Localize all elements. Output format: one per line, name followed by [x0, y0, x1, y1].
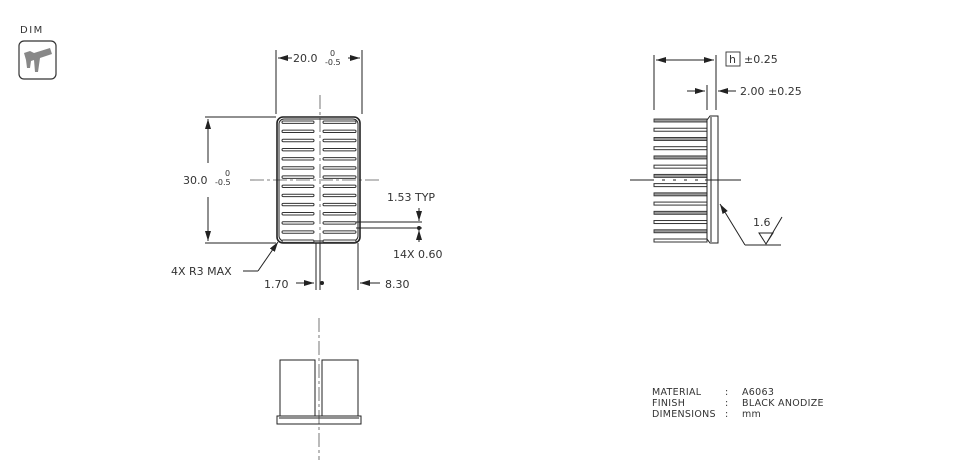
fin-slot — [281, 147, 315, 152]
fin-slot — [322, 129, 357, 134]
front-view: 20.0 0 -0.5 30.0 0 -0.5 1.70 8.30 — [171, 49, 443, 291]
svg-text:MATERIAL: MATERIAL — [652, 387, 702, 398]
fin-slot — [322, 221, 357, 225]
fin-thickness-note: 14X 0.60 — [393, 248, 443, 261]
fin-slot — [281, 212, 315, 216]
fin-slot — [322, 212, 357, 216]
fin-slot — [322, 193, 357, 198]
fin-slot — [322, 230, 357, 234]
fin-slot — [322, 157, 357, 161]
side-fin — [653, 238, 708, 243]
side-fin — [653, 146, 708, 151]
svg-text:BLACK ANODIZE: BLACK ANODIZE — [742, 398, 824, 409]
fin-slot — [322, 166, 357, 170]
side-view: h ±0.25 2.00 ±0.25 1.6 — [630, 51, 802, 246]
fin-slot — [281, 129, 315, 134]
side-fin — [653, 201, 708, 206]
svg-text:DIMENSIONS: DIMENSIONS — [652, 409, 716, 420]
side-fin — [653, 118, 708, 123]
fin-slot — [281, 175, 315, 179]
fin-slot — [322, 239, 357, 243]
svg-text:FINISH: FINISH — [652, 398, 685, 409]
fin-slot — [281, 166, 315, 170]
fin-slot — [281, 230, 315, 234]
fin-slot — [322, 147, 357, 152]
svg-text:20.0: 20.0 — [293, 52, 318, 65]
surface-finish-value: 1.6 — [753, 216, 771, 229]
fin-slot — [281, 221, 315, 225]
fin-slot — [281, 157, 315, 161]
svg-text:-0.5: -0.5 — [215, 178, 231, 187]
width-dimension: 20.0 0 -0.5 — [293, 49, 341, 67]
side-fin — [653, 127, 708, 132]
svg-text:0: 0 — [225, 169, 230, 178]
svg-text:30.0: 30.0 — [183, 174, 208, 187]
slot-left-dimension: 1.70 — [264, 278, 289, 291]
svg-text:0: 0 — [330, 49, 335, 58]
fin-slot — [322, 184, 357, 188]
fin-slot — [322, 175, 357, 179]
material-notes: MATERIAL : A6063 FINISH : BLACK ANODIZE … — [652, 387, 824, 420]
svg-text:mm: mm — [742, 409, 761, 420]
side-fin — [653, 210, 708, 215]
side-fins — [653, 118, 708, 243]
corner-radius-note: 4X R3 MAX — [171, 265, 232, 278]
fin-slot — [281, 239, 315, 243]
fin-slot — [281, 202, 315, 207]
fin-slot — [281, 184, 315, 188]
fin-pitch-note: 1.53 TYP — [387, 191, 435, 204]
dim-badge-label: DIM — [20, 25, 44, 36]
height-symbol: h — [729, 53, 736, 66]
side-fin — [653, 192, 708, 197]
svg-text::: : — [725, 387, 729, 398]
fin-slot — [322, 138, 357, 143]
bottom-view — [276, 318, 362, 460]
slot-right-dimension: 8.30 — [385, 278, 410, 291]
svg-text:A6063: A6063 — [742, 387, 774, 398]
front-fins — [281, 120, 357, 243]
height-dimension: 30.0 0 -0.5 — [183, 169, 231, 187]
svg-text:-0.5: -0.5 — [325, 58, 341, 67]
side-fin — [653, 183, 708, 188]
side-fin — [653, 173, 708, 178]
side-fin — [653, 155, 708, 160]
fin-slot — [281, 120, 315, 124]
fin-slot — [281, 193, 315, 198]
fin-slot — [281, 138, 315, 143]
caliper-icon — [18, 40, 57, 80]
side-fin — [653, 220, 708, 225]
fin-slot — [322, 202, 357, 207]
dim-badge: DIM — [18, 25, 57, 80]
side-fin — [653, 164, 708, 169]
fin-slot — [322, 120, 357, 124]
side-fin — [653, 137, 708, 141]
svg-text::: : — [725, 398, 729, 409]
side-fin — [653, 229, 708, 234]
base-thickness-dimension: 2.00 ±0.25 — [740, 85, 802, 98]
height-tolerance: ±0.25 — [744, 53, 778, 66]
svg-text::: : — [725, 409, 729, 420]
